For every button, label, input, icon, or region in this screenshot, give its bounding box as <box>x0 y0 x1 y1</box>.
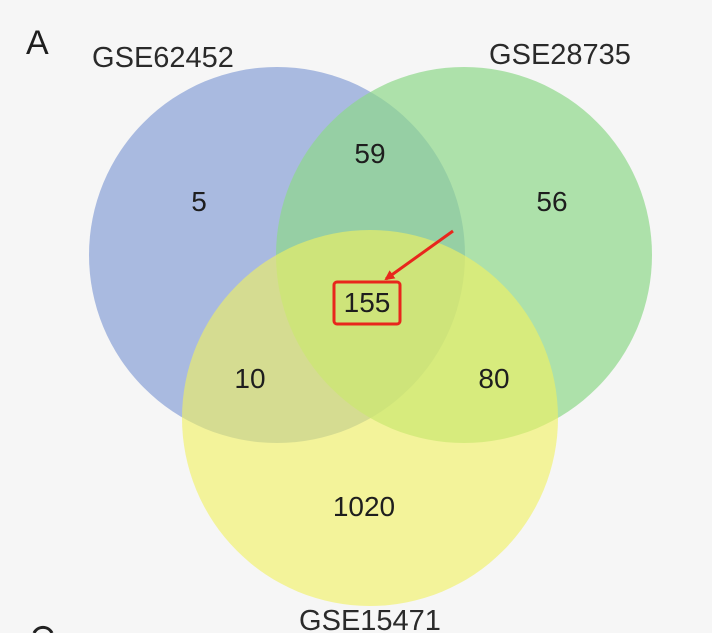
region-count-gse28735-gse15471: 80 <box>478 363 509 394</box>
region-count-gse62452-gse28735: 59 <box>354 138 385 169</box>
highlight-box <box>332 280 402 326</box>
region-count-gse62452-gse15471: 10 <box>234 363 265 394</box>
panel-label: A <box>26 24 49 62</box>
set-label-gse62452: GSE62452 <box>92 42 234 74</box>
region-count-only-gse62452: 5 <box>191 186 207 217</box>
set-circle-gse15471 <box>182 230 558 606</box>
region-count-only-gse28735: 56 <box>536 186 567 217</box>
set-label-gse28735: GSE28735 <box>489 39 631 71</box>
set-label-gse15471: GSE15471 <box>299 605 441 633</box>
region-count-only-gse15471: 1020 <box>333 491 395 522</box>
region-count-all-three: 155 <box>344 287 391 318</box>
cropped-glyph <box>32 625 54 633</box>
highlight-arrow-icon <box>384 229 454 281</box>
